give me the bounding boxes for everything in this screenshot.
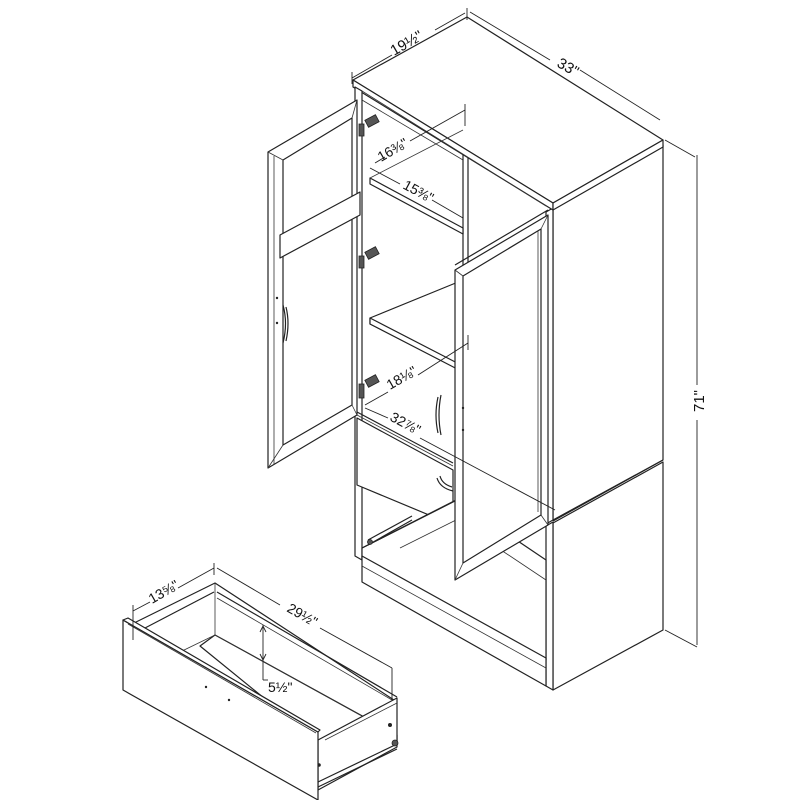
drawer-handle-icon: [436, 477, 454, 492]
dimension-upper-shelf-width: 15⅜": [369, 167, 464, 219]
hinge-top-icon: [358, 114, 380, 137]
drawer-height-label: 5½": [268, 679, 292, 695]
cabinet-body: [352, 16, 664, 691]
drawer-width-label: 29½": [285, 600, 321, 630]
hinge-bottom-icon: [358, 374, 380, 399]
right-door-open: [435, 209, 549, 581]
dimension-drawer-height: 5½": [259, 624, 292, 695]
hinge-middle-icon: [358, 246, 380, 269]
interior-shelf-lower: [369, 279, 464, 373]
drawer-slide-icon: [367, 515, 413, 546]
door-rail: [279, 191, 361, 259]
height-label: 71": [691, 390, 708, 412]
dimension-height: 71": [664, 139, 708, 648]
right-door-handle-icon: [435, 396, 439, 434]
interior-shelf-upper: [369, 129, 464, 235]
lower-shelf-depth-label: 18⅛": [384, 363, 420, 393]
left-door-handle-icon: [275, 296, 289, 344]
interior-width-label: 32⅞": [388, 409, 424, 438]
left-door-open: [267, 99, 380, 469]
detached-drawer-slide-icon: [317, 739, 399, 788]
detached-drawer: [122, 582, 399, 800]
